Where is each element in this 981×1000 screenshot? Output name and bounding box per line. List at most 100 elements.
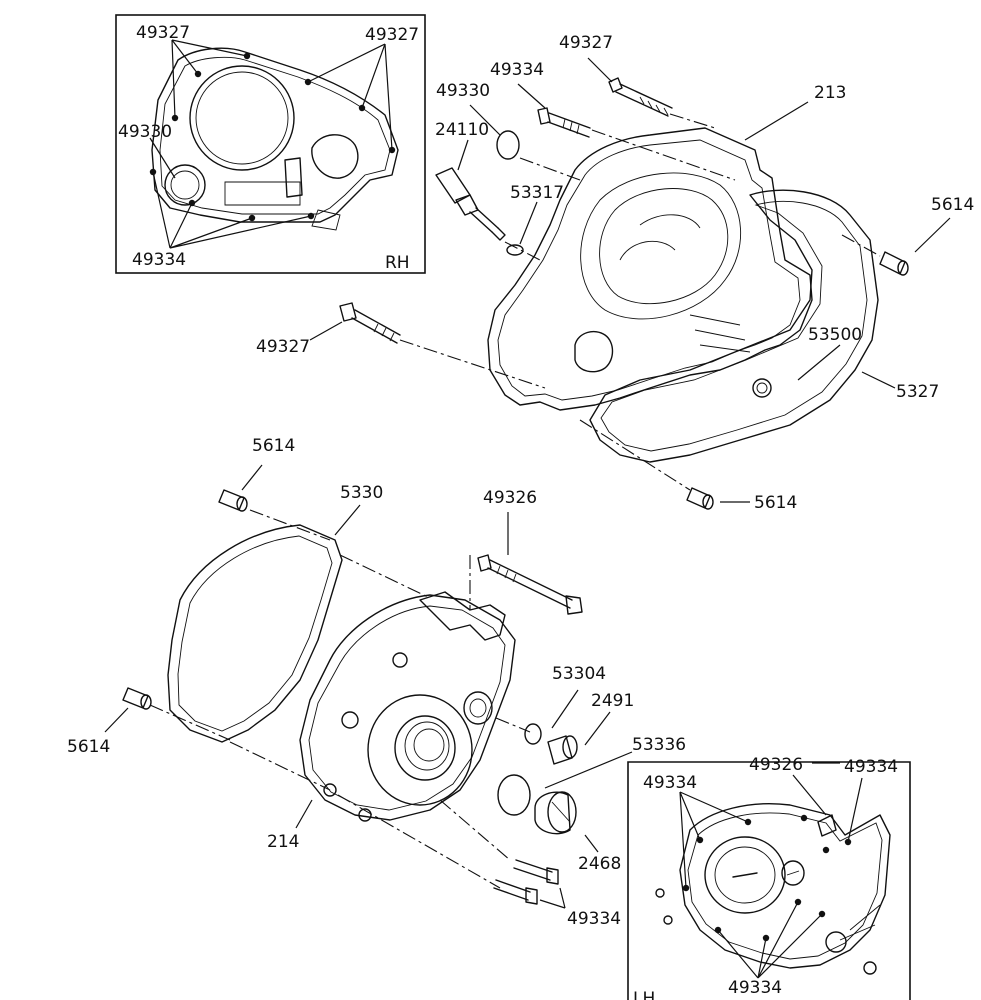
rh-inset-frame xyxy=(115,14,426,274)
lh-label-49334-b: 49334 xyxy=(844,757,898,777)
rh-cover-assembly: 49327 49334 49330 24110 213 53317 5614 5… xyxy=(252,33,974,513)
rh-label-49330: 49330 xyxy=(118,122,172,142)
axis-line xyxy=(841,234,881,257)
label-5614-top: 5614 xyxy=(931,195,974,215)
leader-53336 xyxy=(544,751,633,789)
lh-leader-49326 xyxy=(792,762,840,816)
label-49334-top: 49334 xyxy=(490,60,544,80)
label-49330-top: 49330 xyxy=(436,81,490,101)
gasket-5330-inner xyxy=(177,535,333,732)
lh-cover-lug xyxy=(358,808,372,822)
gasket-5330 xyxy=(167,524,343,743)
oring-53304 xyxy=(524,723,542,745)
leader-49327-mid xyxy=(309,321,343,341)
leader-53317 xyxy=(519,201,538,245)
label-5327: 5327 xyxy=(896,382,939,402)
lh-cover-top-bosses xyxy=(419,591,506,641)
oring-53336 xyxy=(497,774,531,816)
axis-line xyxy=(579,419,691,491)
rh-label-49334: 49334 xyxy=(132,250,186,270)
axis-line xyxy=(337,794,501,889)
label-53304: 53304 xyxy=(552,664,606,684)
lh-bolt-dot xyxy=(800,814,808,822)
rh-pump-housing xyxy=(311,134,359,179)
rh-cover-outline xyxy=(151,47,399,223)
leader-214 xyxy=(295,799,313,829)
rh-leader-49327-right xyxy=(307,43,393,151)
dowel-5614-mid xyxy=(686,487,714,510)
label-2468: 2468 xyxy=(578,854,621,874)
label-49327-top: 49327 xyxy=(559,33,613,53)
dowel-5614-upper-left xyxy=(218,489,248,512)
axis-line xyxy=(669,113,716,129)
lh-label-49326: 49326 xyxy=(749,755,803,775)
leader-2491 xyxy=(584,711,611,746)
lh-leader-49334-bottom xyxy=(717,901,823,979)
dowel-5614-lower-left xyxy=(122,687,152,710)
lh-cover-bowl xyxy=(367,694,473,806)
rh-inset: 49327 49327 49330 49334 RH xyxy=(115,14,426,274)
lh-inset-boss xyxy=(863,961,877,975)
rh-small-opening-inner xyxy=(170,170,200,200)
axis-line xyxy=(519,157,581,181)
label-5614-b: 5614 xyxy=(754,493,797,513)
rh-cover-inner-outline xyxy=(159,56,391,215)
rh-leader-49327-left xyxy=(171,39,248,119)
leader-49330-top xyxy=(469,104,501,136)
bolt-49326 xyxy=(477,554,583,615)
axis-line xyxy=(399,339,546,389)
leader-5330 xyxy=(334,504,361,536)
oring-49330 xyxy=(496,130,520,160)
rh-clutch-opening-inner xyxy=(195,71,289,165)
label-5330: 5330 xyxy=(340,483,383,503)
lh-cover-body xyxy=(299,594,516,821)
label-5614-a: 5614 xyxy=(252,436,295,456)
axis-line xyxy=(339,554,431,599)
leader-49334-top xyxy=(517,83,546,109)
rh-cover-clutch-bowl xyxy=(580,172,742,320)
leader-5614-a xyxy=(241,464,263,491)
lh-cover-bore xyxy=(394,715,456,781)
label-5614-lower: 5614 xyxy=(67,737,110,757)
gasket-5327-inner xyxy=(600,200,868,452)
plug-2491 xyxy=(547,735,578,765)
label-53336: 53336 xyxy=(632,735,686,755)
lh-inset-ribs xyxy=(839,904,881,941)
rh-tab xyxy=(311,209,341,231)
rh-sensor-boss xyxy=(284,157,303,198)
lh-label-49334-a: 49334 xyxy=(643,773,697,793)
rh-rib xyxy=(224,181,301,206)
lh-cover-lug xyxy=(323,783,337,797)
label-49326: 49326 xyxy=(483,488,537,508)
rh-label-49327-right: 49327 xyxy=(365,25,419,45)
rh-cover-boss xyxy=(574,330,614,373)
leader-49334-lower xyxy=(539,887,566,909)
rh-cover-clutch-bowl-inner xyxy=(599,188,729,305)
label-53317: 53317 xyxy=(510,183,564,203)
lh-inset-lug xyxy=(817,814,837,837)
axis-line xyxy=(495,717,531,733)
leader-5327 xyxy=(861,371,896,389)
lh-tag-label: LH xyxy=(633,989,655,1000)
bolt-49327-mid xyxy=(339,302,401,344)
leader-213 xyxy=(744,101,809,141)
lh-cover-assembly: 5330 49326 53304 2491 53336 5614 214 246… xyxy=(67,464,686,929)
lh-cover-lug xyxy=(392,652,408,668)
leader-49327-top xyxy=(587,57,613,83)
lh-leader-49334-a xyxy=(679,791,749,889)
lh-inset-frame xyxy=(627,761,911,1000)
leader-53304 xyxy=(551,689,579,729)
leader-5614-top xyxy=(914,217,951,253)
lh-label-49334-bottom: 49334 xyxy=(728,978,782,998)
oring-53317 xyxy=(506,244,524,256)
rh-label-49327-left: 49327 xyxy=(136,23,190,43)
rh-cover-body-inner xyxy=(497,139,801,401)
label-49327-mid: 49327 xyxy=(256,337,310,357)
axis-line xyxy=(591,129,736,181)
leader-24110 xyxy=(457,139,469,171)
sensor-24110 xyxy=(435,167,506,241)
lh-cover-plug-boss xyxy=(463,691,493,725)
lh-bolt-dot xyxy=(822,846,830,854)
axis-line xyxy=(149,704,231,741)
